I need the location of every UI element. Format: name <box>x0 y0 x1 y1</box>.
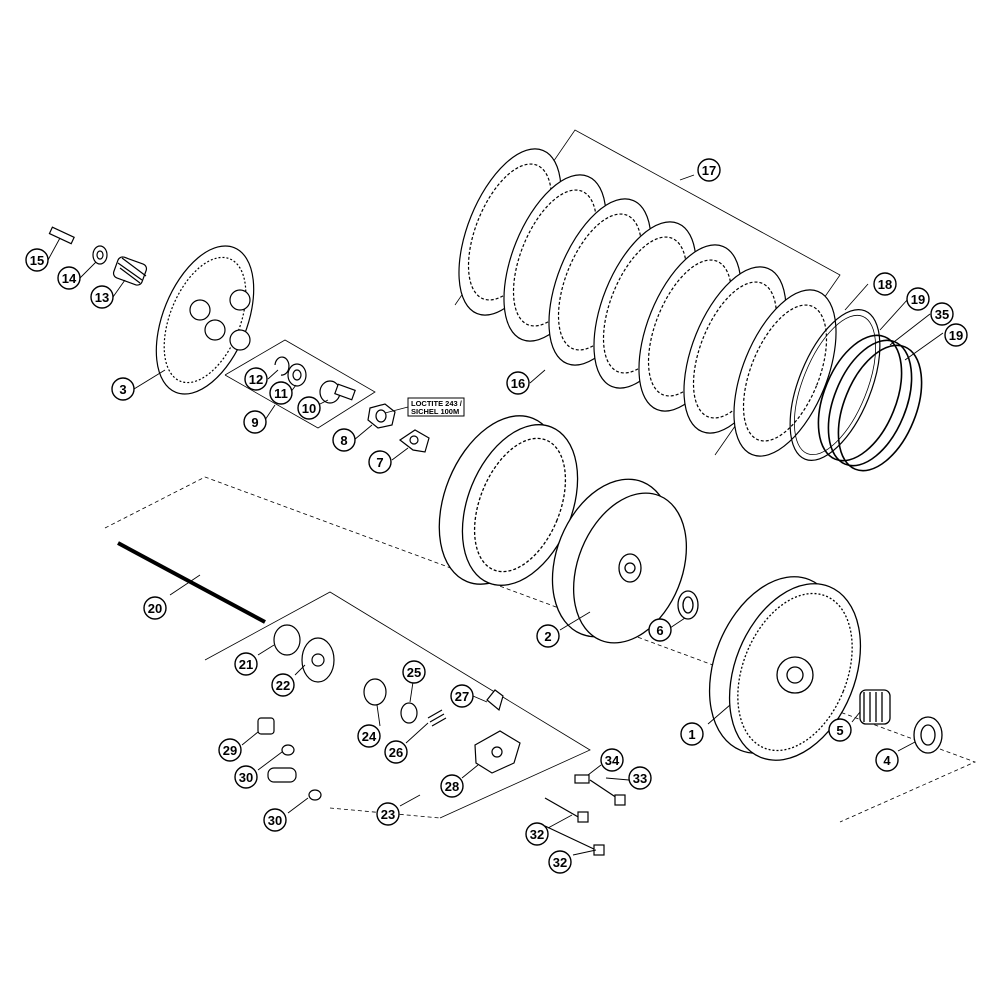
svg-text:5: 5 <box>836 723 843 738</box>
callout-15: 15 <box>25 248 49 272</box>
callout-34: 34 <box>600 748 624 772</box>
svg-text:18: 18 <box>878 277 892 292</box>
svg-text:29: 29 <box>223 743 237 758</box>
callout-30-top: 30 <box>234 765 258 789</box>
callout-19-bottom: 19 <box>944 323 968 347</box>
callout-28: 28 <box>440 774 464 798</box>
callout-13: 13 <box>90 285 114 309</box>
callout-22: 22 <box>271 673 295 697</box>
callout-26: 26 <box>384 740 408 764</box>
svg-text:21: 21 <box>239 657 253 672</box>
callout-5: 5 <box>828 718 852 742</box>
callout-2: 2 <box>536 624 560 648</box>
svg-text:32: 32 <box>553 855 567 870</box>
loctite-note-line1: LOCTITE 243 / <box>411 399 463 408</box>
svg-text:22: 22 <box>276 678 290 693</box>
callout-14: 14 <box>57 266 81 290</box>
callout-23: 23 <box>376 802 400 826</box>
svg-text:6: 6 <box>656 623 663 638</box>
slave-cylinder-parts <box>273 624 521 774</box>
release-bearing-parts <box>274 356 356 404</box>
clutch-hub <box>551 478 688 644</box>
callout-20: 20 <box>143 596 167 620</box>
callout-18: 18 <box>873 272 897 296</box>
svg-text:10: 10 <box>302 401 316 416</box>
callout-35: 35 <box>930 302 954 326</box>
svg-text:11: 11 <box>274 386 288 401</box>
callout-4: 4 <box>875 748 899 772</box>
svg-text:3: 3 <box>119 382 126 397</box>
svg-text:32: 32 <box>530 827 544 842</box>
callout-6: 6 <box>648 618 672 642</box>
clutch-plates-stack <box>458 148 923 472</box>
callout-3: 3 <box>111 377 135 401</box>
callout-32-top: 32 <box>525 822 549 846</box>
svg-text:17: 17 <box>702 163 716 178</box>
thrust-washer <box>677 590 699 620</box>
svg-text:19: 19 <box>949 328 963 343</box>
svg-text:35: 35 <box>935 307 949 322</box>
svg-text:1: 1 <box>688 727 695 742</box>
callout-1: 1 <box>680 722 704 746</box>
bolts <box>544 774 626 856</box>
pressure-plate <box>155 245 255 395</box>
callout-33: 33 <box>628 766 652 790</box>
svg-text:13: 13 <box>95 290 109 305</box>
bolt-spring-washer <box>48 226 148 286</box>
pushrod-group-outline <box>104 476 977 823</box>
svg-text:25: 25 <box>407 665 421 680</box>
svg-text:23: 23 <box>381 807 395 822</box>
svg-text:19: 19 <box>911 292 925 307</box>
callout-10: 10 <box>297 396 321 420</box>
callout-30-bottom: 30 <box>263 808 287 832</box>
svg-text:8: 8 <box>340 433 347 448</box>
svg-text:24: 24 <box>362 729 377 744</box>
banjo-fittings <box>257 717 322 801</box>
svg-text:4: 4 <box>883 753 891 768</box>
svg-text:12: 12 <box>249 372 263 387</box>
callout-7: 7 <box>368 450 392 474</box>
svg-text:2: 2 <box>544 629 551 644</box>
svg-text:14: 14 <box>62 271 77 286</box>
callout-12: 12 <box>244 367 268 391</box>
bearing-group-outline <box>224 339 376 429</box>
svg-text:33: 33 <box>633 771 647 786</box>
callouts: 15 14 13 3 12 11 10 9 8 7 17 18 19 35 19… <box>25 158 968 874</box>
callout-17: 17 <box>697 158 721 182</box>
callout-21: 21 <box>234 652 258 676</box>
slave-group-outline <box>204 591 591 819</box>
clutch-basket <box>708 576 862 761</box>
loctite-note: LOCTITE 243 / SICHEL 100M <box>384 397 465 417</box>
svg-text:16: 16 <box>511 376 525 391</box>
nut-lockwasher <box>367 403 430 453</box>
push-rod <box>117 541 266 624</box>
svg-text:20: 20 <box>148 601 162 616</box>
svg-text:26: 26 <box>389 745 403 760</box>
svg-text:34: 34 <box>605 753 620 768</box>
callout-29: 29 <box>218 738 242 762</box>
svg-text:7: 7 <box>376 455 383 470</box>
callout-19-top: 19 <box>906 287 930 311</box>
callout-27: 27 <box>450 684 474 708</box>
inner-clutch-hub-stack <box>438 415 579 586</box>
loctite-note-line2: SICHEL 100M <box>411 407 459 416</box>
svg-text:27: 27 <box>455 689 469 704</box>
svg-text:30: 30 <box>239 770 253 785</box>
svg-text:15: 15 <box>30 253 44 268</box>
svg-text:30: 30 <box>268 813 282 828</box>
leader-lines <box>47 174 944 856</box>
callout-24: 24 <box>357 724 381 748</box>
callout-9: 9 <box>243 410 267 434</box>
callout-32-bottom: 32 <box>548 850 572 874</box>
callout-11: 11 <box>269 381 293 405</box>
needle-bearing-bushing <box>859 689 943 754</box>
callout-25: 25 <box>402 660 426 684</box>
callout-16: 16 <box>506 371 530 395</box>
svg-text:28: 28 <box>445 779 459 794</box>
callout-8: 8 <box>332 428 356 452</box>
svg-text:9: 9 <box>251 415 258 430</box>
